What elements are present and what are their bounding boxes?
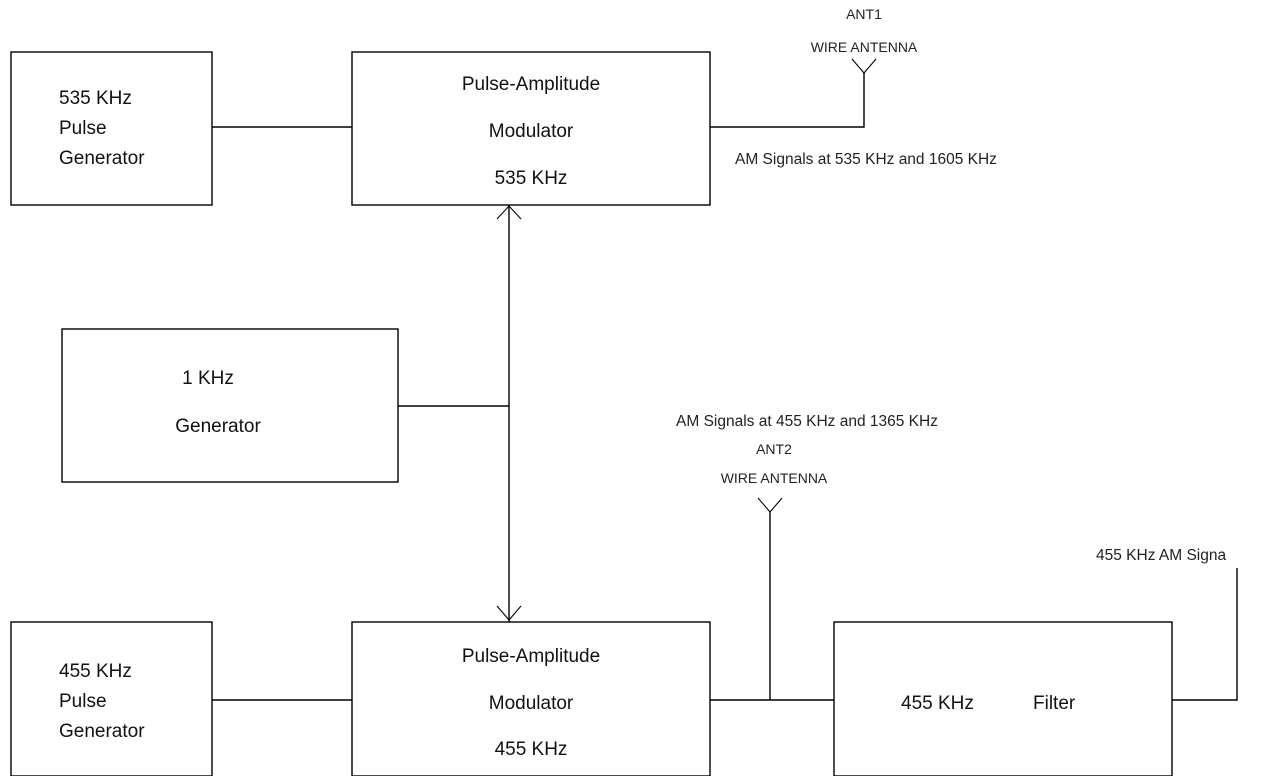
block-455-filter [833,621,1173,776]
pulse-gen-535-line-1: 535 KHz [59,88,132,109]
pulse-gen-455-line-1: 455 KHz [59,661,132,682]
block-455-pam-modulator [351,621,711,776]
arrowhead-up-into-pam535 [496,205,522,220]
block-455-pulse-generator [10,621,213,776]
wire-filter-output [1172,568,1238,701]
pam-535-line-2: Modulator [489,121,574,142]
signal-label-535-output: AM Signals at 535 KHz and 1605 KHz [735,151,997,168]
gen-1k-line-2: Generator [175,416,261,437]
block-535-pam-modulator [351,51,711,206]
pam-455-line-1: Pulse-Amplitude [462,646,600,667]
antenna-icon [851,58,877,74]
arrowhead-down-into-pam455 [496,605,522,621]
filter-label-name: Filter [1033,693,1076,714]
pam-455-line-2: Modulator [489,693,574,714]
pulse-gen-455-line-3: Generator [59,721,145,742]
block-1khz-generator [61,328,399,483]
wire-pam535-to-ant1 [710,72,865,128]
pam-455-line-3: 455 KHz [495,739,568,760]
pulse-gen-535-line-3: Generator [59,148,145,169]
filter-label-frequency: 455 KHz [901,693,974,714]
pulse-gen-455-line-2: Pulse [59,691,107,712]
ant1-designator: ANT1 [846,6,882,22]
antenna-icon [757,497,783,513]
signal-label-455-output: AM Signals at 455 KHz and 1365 KHz [676,413,938,430]
pam-535-line-3: 535 KHz [495,168,568,189]
pam-535-line-1: Pulse-Amplitude [462,74,600,95]
block-535-pulse-generator [10,51,213,206]
gen-1k-line-1: 1 KHz [182,368,234,389]
ant2-designator: ANT2 [756,441,792,457]
ant1-type: WIRE ANTENNA [811,39,918,55]
ant2-type: WIRE ANTENNA [721,470,828,486]
pulse-gen-535-line-2: Pulse [59,118,107,139]
signal-label-filter-output: 455 KHz AM Signa [1096,547,1226,564]
